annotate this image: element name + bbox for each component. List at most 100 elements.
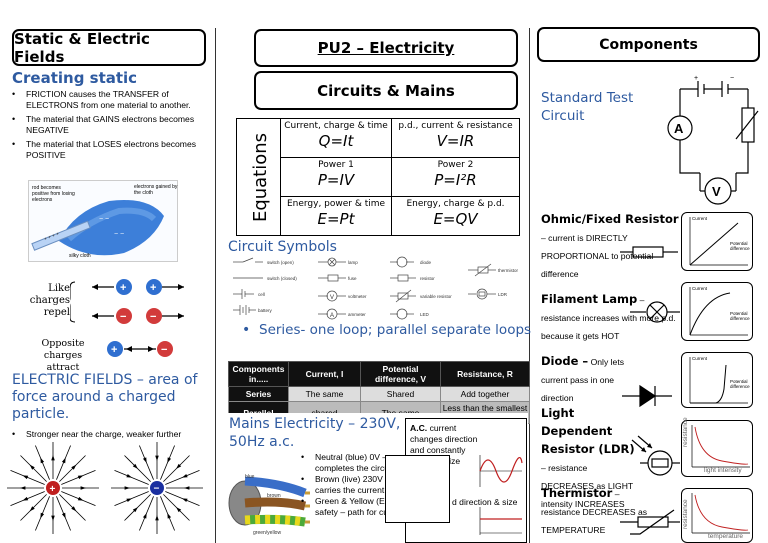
bullet-loses: The material that LOSES electrons become…	[8, 139, 208, 161]
opposite-charges-diagram: + −	[107, 341, 173, 357]
ac-wave	[479, 455, 523, 487]
opposite-charges-label: Opposite charges attract	[41, 338, 85, 373]
cable-label-green: green/yellow	[253, 530, 281, 536]
eq-formula: Q=It	[318, 132, 354, 150]
component-name: Diode –	[541, 354, 589, 368]
eq-caption: Current, charge & time	[284, 121, 388, 131]
graph-filament: Current Potential difference	[681, 282, 753, 341]
eq-formula: E=Pt	[317, 210, 355, 228]
dc-line	[479, 507, 522, 535]
like-charges-label: Like charges repel	[29, 283, 70, 318]
series-parallel-bullet: • Series- one loop; parallel separate lo…	[242, 321, 532, 339]
field-arrow	[51, 515, 55, 521]
component-name: Light Dependent Resistor (LDR)	[541, 406, 635, 456]
rod-cloth-image: − − − − + + + + rod becomes positive fro…	[28, 180, 178, 262]
svg-text:− −: − −	[114, 231, 124, 238]
graph-xlabel: Potential difference	[730, 311, 750, 321]
sp-cell: Shared	[360, 386, 441, 402]
graph-xlabel: Potential difference	[730, 241, 750, 251]
bullet-gains: The material that GAINS electrons become…	[8, 114, 208, 136]
cloth-label: electrons gained by the cloth	[134, 184, 178, 196]
field-line	[56, 496, 71, 531]
svg-text:A: A	[674, 121, 684, 136]
field-line	[20, 455, 47, 482]
svg-text:diode: diode	[420, 260, 432, 265]
equations-label-cell: Equations	[236, 118, 281, 236]
svg-text:variable resistor: variable resistor	[420, 294, 452, 299]
field-arrow	[132, 463, 138, 469]
svg-text:+: +	[694, 75, 698, 82]
component-symbols	[620, 246, 680, 535]
graph-xlabel: Potential difference	[730, 379, 750, 389]
standard-test-heading: Standard Test Circuit	[541, 90, 634, 124]
field-arrow	[124, 486, 130, 490]
field-arrow	[167, 512, 172, 519]
bullet-friction: FRICTION causes the TRANSFER of ELECTRON…	[8, 89, 208, 111]
field-line	[10, 491, 45, 506]
eq-caption: Power 1	[318, 160, 354, 170]
blank-overlay-box	[385, 455, 450, 523]
field-arrow	[80, 486, 86, 490]
series-parallel-text: Series- one loop; parallel separate loop…	[259, 322, 532, 338]
graph-ohmic: Current Potential difference	[681, 212, 753, 271]
svg-text:+ + + +: + + + +	[43, 231, 60, 243]
graph-ylabel: resistance	[682, 417, 689, 447]
component-name: Filament Lamp	[541, 292, 638, 306]
svg-text:LDR: LDR	[498, 292, 508, 297]
svg-text:+: +	[120, 282, 126, 294]
column-divider-right	[529, 28, 530, 543]
field-arrow	[176, 463, 182, 469]
field-arrow	[22, 496, 29, 501]
eq-formula: E=QV	[433, 210, 478, 228]
svg-text:battery: battery	[258, 308, 273, 313]
graph-ylabel: Current	[692, 356, 708, 361]
field-arrow	[126, 498, 133, 503]
bullet-stronger: Stronger near the charge, weaker further	[8, 429, 218, 440]
svg-text:ammeter: ammeter	[348, 312, 366, 317]
svg-text:lamp: lamp	[348, 260, 358, 265]
field-line	[35, 445, 50, 480]
graph-ldr: resistance light intensity	[681, 417, 753, 477]
field-arrow	[61, 512, 66, 519]
field-arrow	[126, 473, 133, 478]
component-desc: – current is DIRECTLY PROPORTIONAL to po…	[541, 233, 654, 279]
svg-text:A: A	[330, 313, 334, 319]
field-arrow	[132, 507, 138, 513]
component-desc: – resistance DECREASES as LIGHT intensit…	[541, 463, 634, 509]
field-line	[35, 496, 50, 531]
field-line	[61, 470, 96, 485]
field-arrow	[29, 464, 35, 470]
field-arrow	[181, 498, 188, 503]
field-line	[56, 445, 71, 480]
field-arrow	[155, 515, 159, 521]
equations-label: Equations	[250, 132, 272, 223]
field-arrow	[77, 496, 84, 501]
field-arrow	[71, 506, 77, 512]
eq-formula: P=IV	[317, 171, 355, 189]
component-ldr: Light Dependent Resistor (LDR) – resista…	[541, 404, 641, 512]
component-desc: – resistance increases with more p.d. be…	[541, 295, 676, 341]
like-charges-diagram: + + − −	[70, 279, 184, 324]
sp-header: Potential difference, V	[360, 361, 441, 387]
silky-cloth-label: silky cloth	[69, 253, 91, 259]
graph-thermistor: resistance temperature	[681, 488, 753, 543]
svg-text:cell: cell	[258, 292, 265, 297]
cable-label-brown: brown	[267, 493, 281, 499]
graph-xlabel: light intensity	[704, 467, 742, 474]
svg-text:switch (open): switch (open)	[267, 260, 294, 265]
bullet-earth: Green & Yellow (Earth) 0V safety – path …	[297, 496, 417, 518]
component-desc: – resistance DECREASES as TEMPERATURE IN…	[541, 489, 648, 535]
field-arrow	[184, 486, 190, 490]
svg-text:V: V	[330, 295, 334, 301]
field-arrow	[40, 457, 45, 464]
component-name: Ohmic/Fixed Resistor	[541, 212, 679, 226]
svg-text:+: +	[111, 344, 117, 356]
component-desc: Only lets current pass in one direction	[541, 357, 625, 403]
svg-text:resistor: resistor	[420, 276, 435, 281]
eq-caption: p.d., current & resistance	[398, 121, 513, 131]
field-arrow	[142, 512, 147, 519]
